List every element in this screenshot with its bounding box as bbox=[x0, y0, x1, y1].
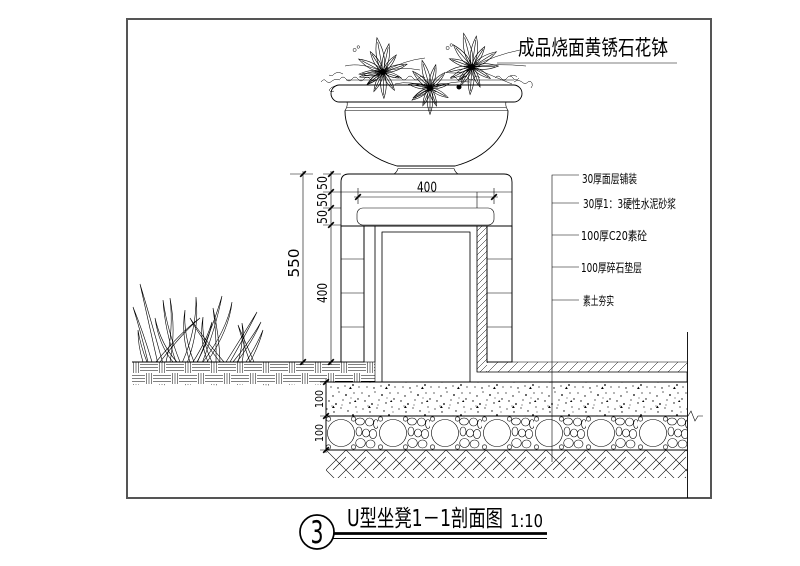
detail-number: 3 bbox=[311, 515, 324, 551]
grass-blade bbox=[137, 329, 148, 363]
plant-cluster bbox=[320, 31, 533, 115]
grass-blade bbox=[189, 317, 225, 363]
compacted-soil-layer bbox=[326, 450, 687, 478]
dimension-text: 50 bbox=[316, 193, 331, 207]
facing-block-column-right bbox=[486, 225, 513, 363]
planter-callout-text: 成品烧面黄锈石花钵 bbox=[518, 36, 668, 60]
dimension-ticks bbox=[322, 378, 330, 454]
plant-center bbox=[469, 64, 475, 70]
detail-index-circle bbox=[299, 514, 335, 550]
planter-neck bbox=[344, 101, 509, 111]
gravel-base-layer bbox=[326, 416, 687, 450]
facing-block-column bbox=[340, 225, 365, 363]
layer-leader-line bbox=[551, 174, 579, 462]
grass-blade bbox=[202, 301, 233, 363]
layer-label: 100厚碎石垫层 bbox=[581, 260, 642, 275]
dimension-text: 50 bbox=[316, 176, 331, 190]
drawing-border bbox=[126, 18, 712, 499]
paving-surface-layer bbox=[487, 362, 687, 372]
cap-stone-outline bbox=[340, 173, 513, 362]
planter bbox=[330, 79, 523, 175]
grass-clump bbox=[132, 283, 264, 363]
layer-label: 100厚C20素砼 bbox=[581, 229, 647, 243]
plant-middle bbox=[408, 59, 450, 115]
small-flowers bbox=[352, 43, 453, 52]
wall-hatch-left bbox=[363, 225, 376, 363]
layer-label: 30厚1：3硬性水泥砂浆 bbox=[583, 196, 676, 211]
dimension-text: 550 bbox=[285, 249, 303, 278]
grass-blade bbox=[139, 283, 163, 363]
cap-slab bbox=[356, 207, 495, 226]
paving-outline bbox=[476, 226, 687, 373]
wall-hatch-right bbox=[477, 226, 487, 372]
trailing-vine-left bbox=[320, 72, 344, 93]
layer-leader: 30厚面层铺装 30厚1：3硬性水泥砂浆 100厚C20素砼 100厚碎石垫层 … bbox=[551, 172, 676, 462]
dimension-text: 400 bbox=[316, 283, 331, 303]
dimension-text: 100 bbox=[313, 390, 326, 408]
facing-block-column bbox=[486, 225, 513, 363]
dimension-text: 100 bbox=[313, 424, 326, 442]
grass-blade bbox=[183, 309, 195, 363]
facing-block-column-left bbox=[340, 225, 365, 363]
plant-left bbox=[356, 36, 409, 99]
grass-blade bbox=[245, 329, 264, 363]
planter-bowl bbox=[344, 110, 509, 167]
grass-blade bbox=[212, 307, 221, 363]
ground-hatch-left bbox=[132, 362, 375, 386]
concrete-base-layer bbox=[326, 382, 687, 416]
ground-cover-vine bbox=[339, 75, 520, 82]
block-joints bbox=[487, 258, 512, 328]
layer-label: 30厚面层铺装 bbox=[582, 172, 637, 186]
trailing-vine-right bbox=[509, 74, 533, 89]
plant-center bbox=[380, 69, 386, 75]
dimension-ticks bbox=[354, 193, 498, 201]
dimension-overall-height: 550 bbox=[285, 170, 313, 366]
plant-berry bbox=[456, 84, 462, 90]
plant-right bbox=[445, 31, 499, 96]
grass-blade bbox=[237, 324, 255, 363]
grass-blade bbox=[182, 296, 198, 363]
dimension-cap-width: 400 bbox=[354, 180, 498, 204]
dimension-text: 50 bbox=[316, 210, 331, 224]
planter-callout: 成品烧面黄锈石花钵 bbox=[497, 36, 677, 64]
grass-blade bbox=[225, 311, 258, 363]
planter-foot bbox=[393, 168, 459, 175]
grass-blade bbox=[162, 299, 181, 363]
dimension-subbase: 100 100 bbox=[313, 378, 330, 454]
grass-blade bbox=[155, 317, 201, 363]
dimension-chain-height: 50 50 50 400 bbox=[316, 170, 341, 366]
dimension-ticks bbox=[299, 170, 307, 366]
drawing-scale: 1:10 bbox=[510, 511, 543, 532]
layer-label: 素土夯实 bbox=[583, 293, 614, 308]
grass-blade bbox=[132, 306, 153, 363]
core-concrete bbox=[381, 231, 471, 383]
dimension-ticks bbox=[327, 170, 335, 366]
plant-center bbox=[427, 85, 433, 91]
mortar-band bbox=[374, 225, 688, 383]
block-joints bbox=[341, 258, 364, 328]
dimension-text: 400 bbox=[417, 180, 437, 196]
subbase-layers bbox=[325, 332, 703, 498]
bench-section bbox=[340, 173, 688, 383]
grass-blade bbox=[237, 322, 245, 363]
drawing-title: U型坐凳1－1剖面图 bbox=[347, 506, 503, 532]
grass-blade bbox=[192, 321, 213, 363]
title-block: 3 U型坐凳1－1剖面图 1:10 bbox=[299, 506, 547, 551]
plant-leaf bbox=[459, 31, 477, 69]
break-line-symbol bbox=[676, 410, 703, 422]
